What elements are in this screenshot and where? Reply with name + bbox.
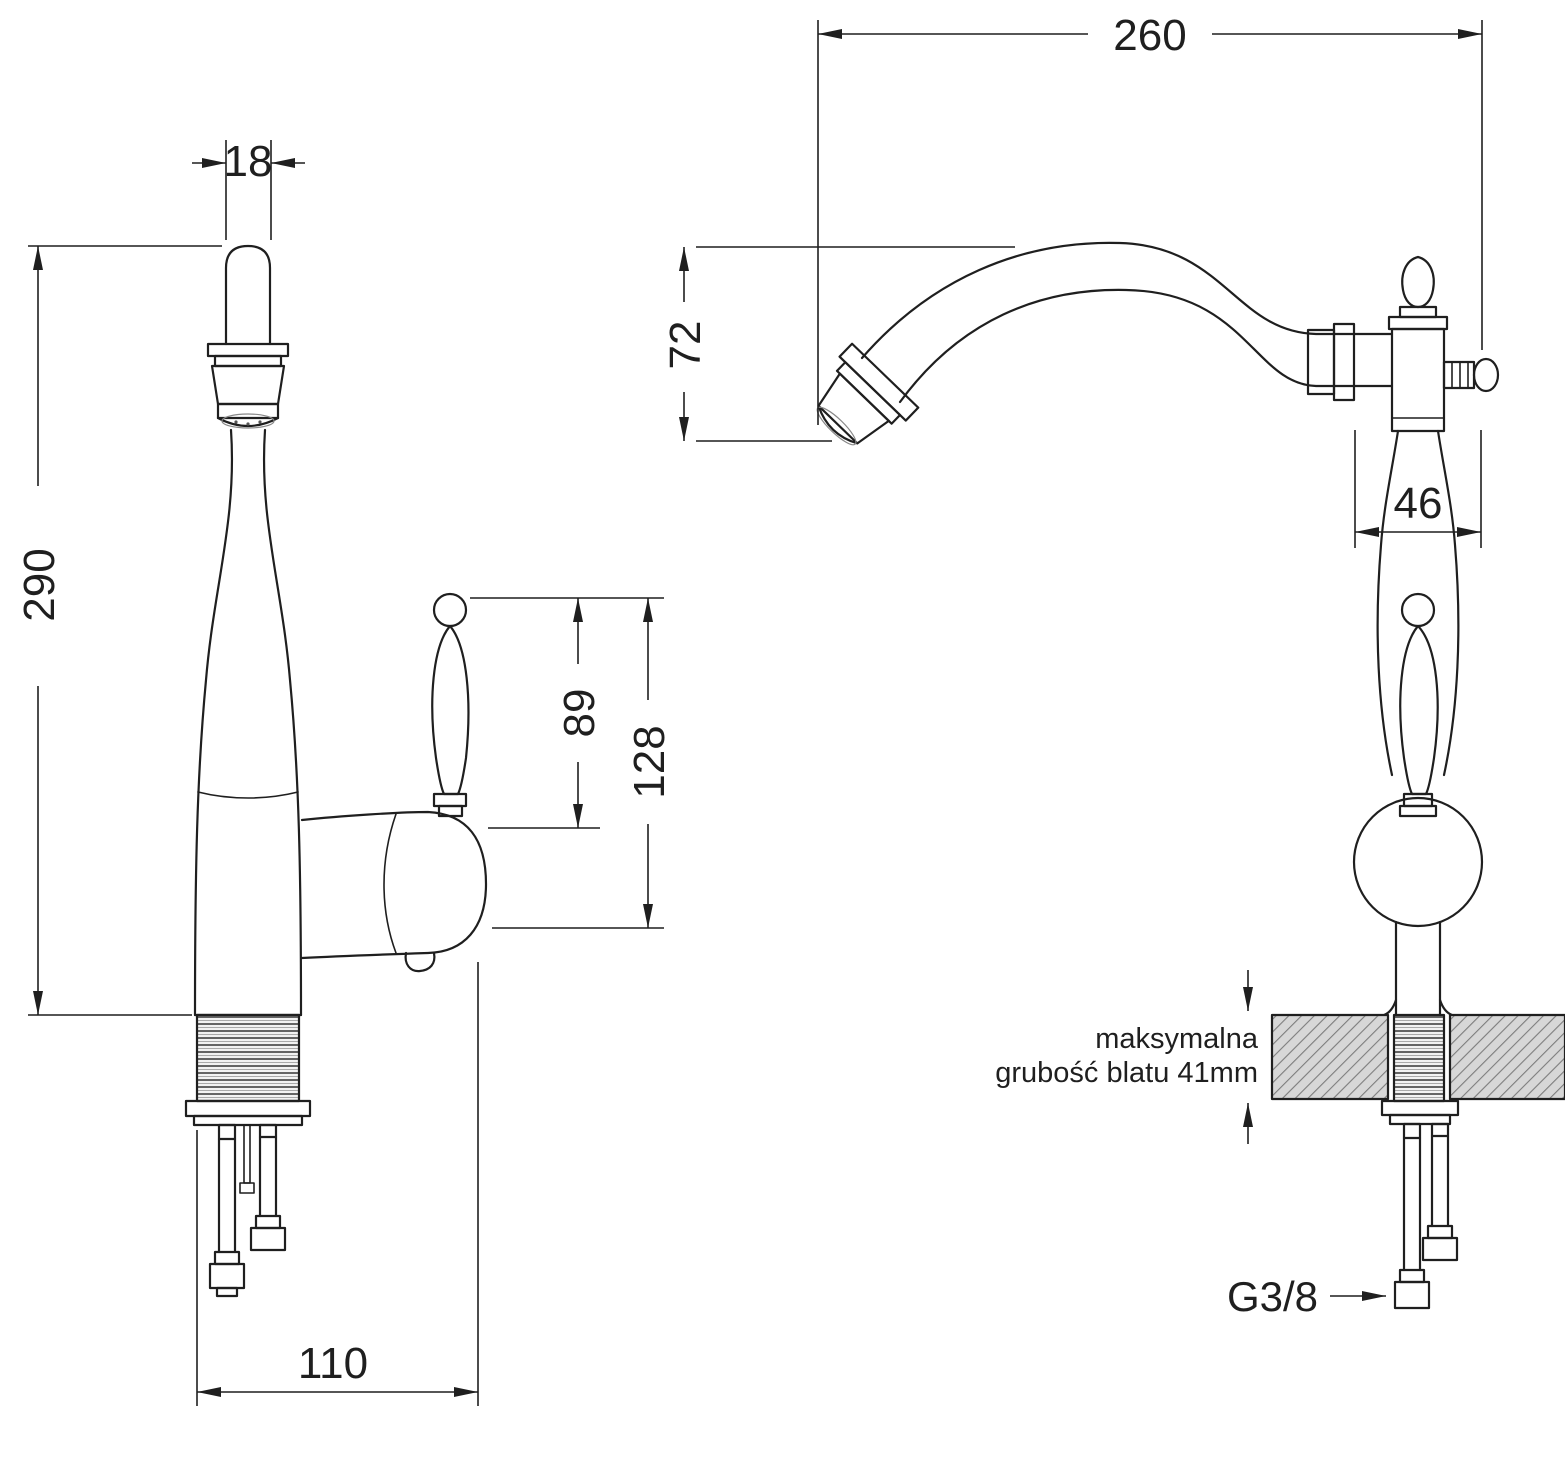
dim-handle-height: 89 [470,597,664,829]
left-view-dimensions: 18 290 89 128 110 [15,137,674,1406]
right-handle [1398,592,1439,818]
handle-knob [1400,592,1436,628]
supply-hose [1393,1122,1431,1310]
dim-base-depth: 110 [196,962,479,1406]
handle-housing [300,810,488,960]
left-view-faucet [184,244,488,1298]
left-body [193,428,303,1017]
right-finial [1387,255,1449,331]
aerator-face [221,413,275,429]
dim-body-width: 46 [1354,430,1482,548]
countertop [1270,1013,1565,1101]
thread-connection-note: G3/8 [1227,1273,1386,1320]
counter-thickness-note: maksymalna grubość blatu 41mm [995,970,1259,1144]
dim-spout-reach: 260 [817,11,1483,425]
housing-nub [404,951,436,973]
threaded-shank [1392,1013,1446,1103]
dim-spout-width-label: 18 [224,137,273,186]
right-undermount [1380,1013,1460,1310]
right-view-faucet [816,241,1565,1310]
dim-total-height: 290 [15,245,222,1016]
side-knob [1472,357,1500,393]
counter-note-line1: maksymalna [1095,1023,1259,1055]
supply-hose [208,1123,246,1298]
supply-hose [1421,1122,1459,1262]
thread-connection-label: G3/8 [1227,1273,1318,1320]
dim-spout-width: 18 [192,137,305,240]
handle-knob [432,592,468,628]
spout-outlet [816,342,920,446]
dim-handle-overall: 128 [492,598,674,929]
dim-total-height-label: 290 [15,548,64,621]
body-sphere [1352,796,1484,928]
dim-base-depth-label: 110 [298,1339,368,1388]
mounting-stud [239,1124,255,1194]
right-body [1352,429,1484,1017]
dim-spout-drop: 72 [661,246,1015,442]
right-valve-body [1390,327,1500,433]
supply-hose [249,1123,287,1252]
threaded-shank [195,1013,301,1103]
left-undermount [184,1013,312,1298]
left-spout [206,244,290,429]
counter-note-line2: grubość blatu 41mm [995,1057,1258,1089]
left-handle [300,592,488,973]
dim-body-width-label: 46 [1394,479,1443,528]
dim-spout-reach-label: 260 [1113,11,1186,60]
right-spout [816,241,1394,446]
right-view-dimensions: 260 72 46 maksymalna grubość blatu 41mm [661,11,1483,1320]
dim-handle-height-label: 89 [555,689,604,738]
dim-spout-drop-label: 72 [661,321,710,370]
dim-handle-overall-label: 128 [625,725,674,798]
